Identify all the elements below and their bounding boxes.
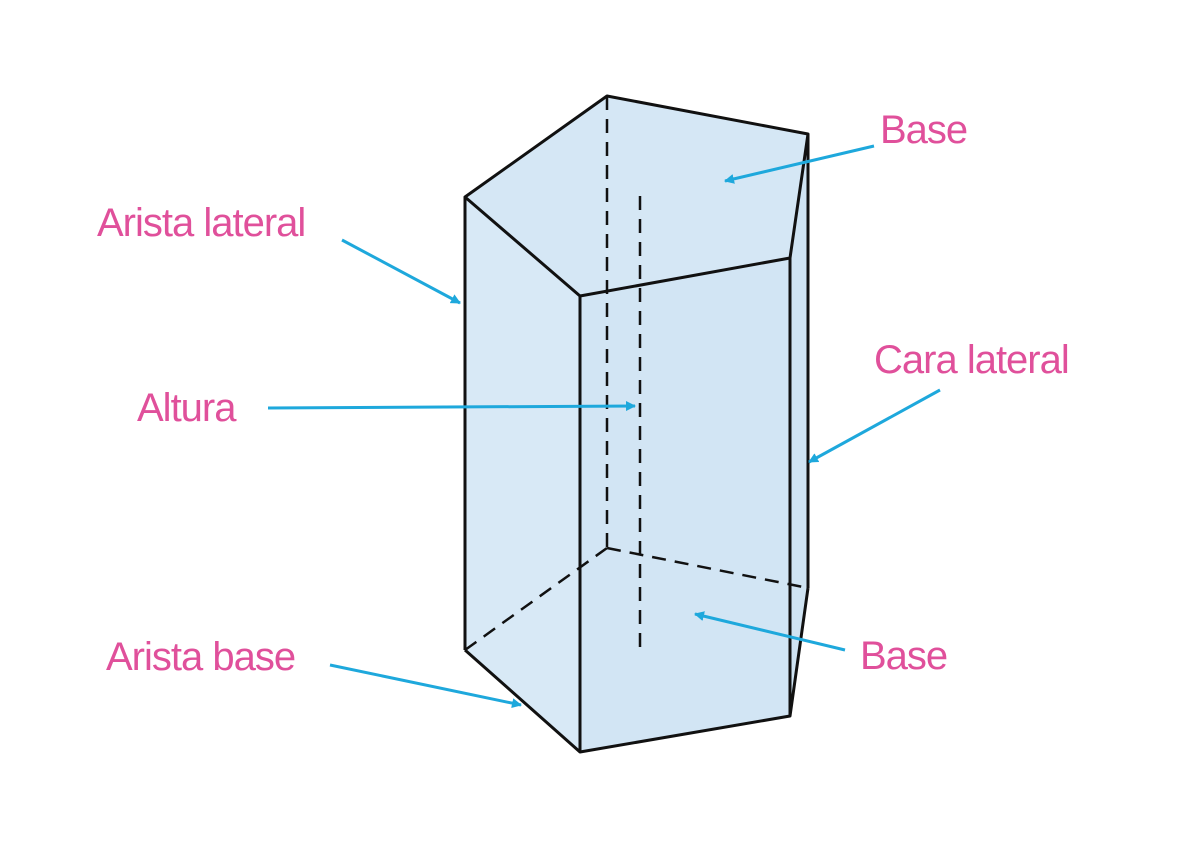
arrow-altura bbox=[267, 401, 636, 412]
arrow-arista-base bbox=[329, 663, 522, 709]
bottom-base-visible-outline bbox=[464, 587, 810, 754]
label-arista-lateral: Arista lateral bbox=[97, 201, 305, 245]
hidden-edges bbox=[464, 96, 809, 656]
label-altura: Altura bbox=[137, 386, 237, 430]
arrow-cara-lateral bbox=[808, 388, 941, 464]
prism-faces bbox=[465, 96, 808, 752]
label-cara-lateral: Cara lateral bbox=[874, 338, 1069, 382]
label-base-top: Base bbox=[880, 108, 967, 152]
right-lateral-face bbox=[790, 134, 808, 716]
arrow-arista-lateral bbox=[341, 238, 461, 305]
arrow-base-bottom bbox=[694, 611, 846, 652]
visible-edges bbox=[463, 94, 810, 754]
callout-arrows bbox=[267, 144, 941, 709]
label-arista-base: Arista base bbox=[106, 635, 295, 679]
callout-labels: Base Arista lateral Altura Cara lateral … bbox=[97, 108, 1070, 679]
top-base-outline bbox=[463, 94, 810, 298]
top-base-face bbox=[465, 96, 808, 296]
front-lateral-face bbox=[580, 258, 790, 752]
label-base-bottom: Base bbox=[860, 634, 947, 678]
arrow-base-top bbox=[724, 144, 875, 184]
hidden-base-edge-left bbox=[464, 546, 608, 652]
left-lateral-face bbox=[465, 197, 580, 752]
